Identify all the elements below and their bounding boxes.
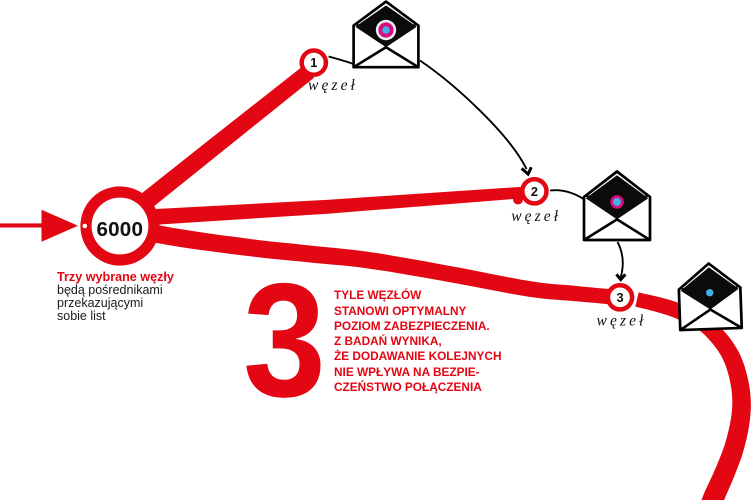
svg-text:węzeł: węzeł <box>511 208 561 225</box>
svg-text:2: 2 <box>531 184 538 199</box>
svg-text:3: 3 <box>243 249 326 430</box>
svg-text:węzeł: węzeł <box>597 312 647 329</box>
svg-text:3: 3 <box>616 290 623 305</box>
svg-text:węzeł: węzeł <box>308 77 358 94</box>
svg-text:6000: 6000 <box>96 218 143 241</box>
svg-text:1: 1 <box>310 55 317 70</box>
